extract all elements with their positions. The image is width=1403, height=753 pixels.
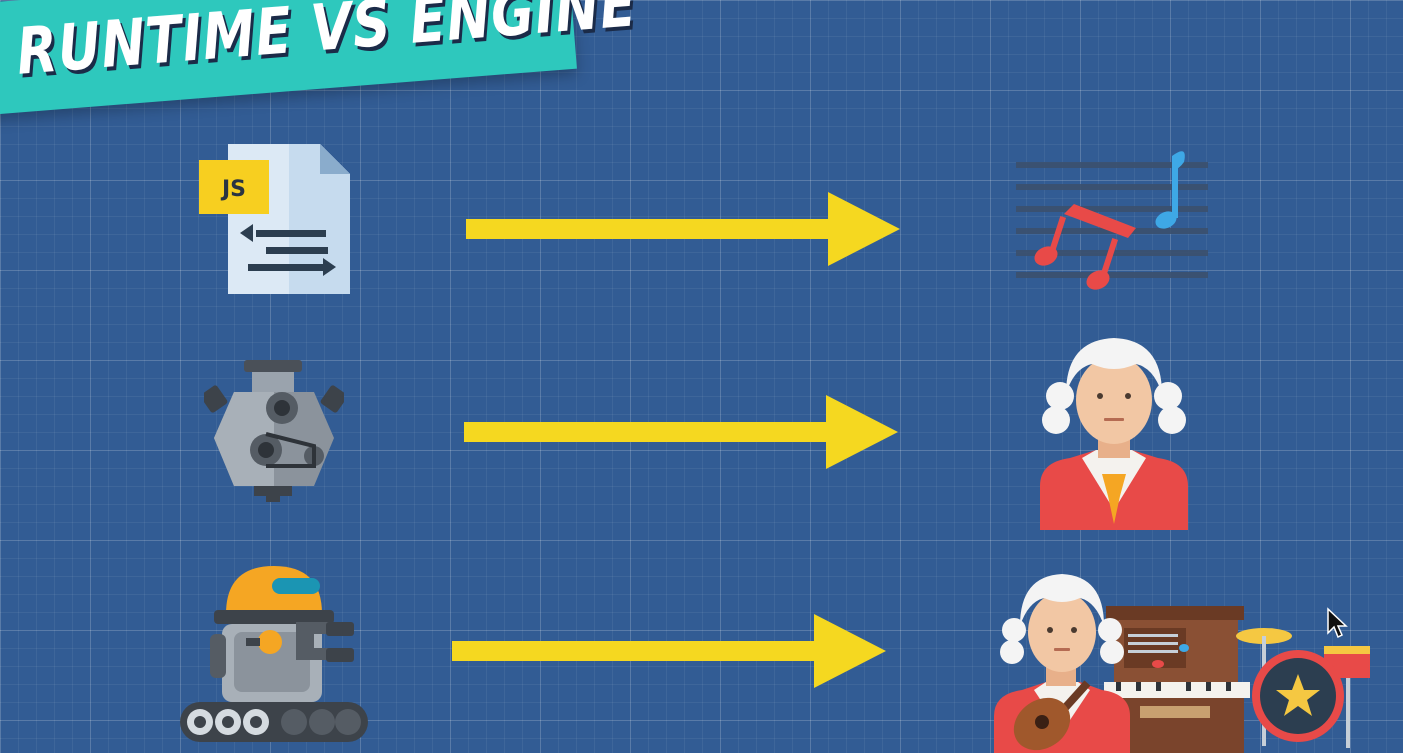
composer-icon <box>1040 338 1188 530</box>
engine-icon <box>204 360 344 502</box>
robot-icon <box>180 566 368 742</box>
arrow-right-icon <box>464 395 898 469</box>
orchestra-icon <box>994 574 1370 753</box>
arrow-right-icon <box>452 614 886 688</box>
arrow-right-icon <box>466 192 900 266</box>
js-file-icon: JS <box>199 144 350 294</box>
mouse-cursor-icon <box>1327 607 1348 639</box>
js-label: JS <box>220 177 246 202</box>
music-notes-icon <box>1016 151 1208 290</box>
